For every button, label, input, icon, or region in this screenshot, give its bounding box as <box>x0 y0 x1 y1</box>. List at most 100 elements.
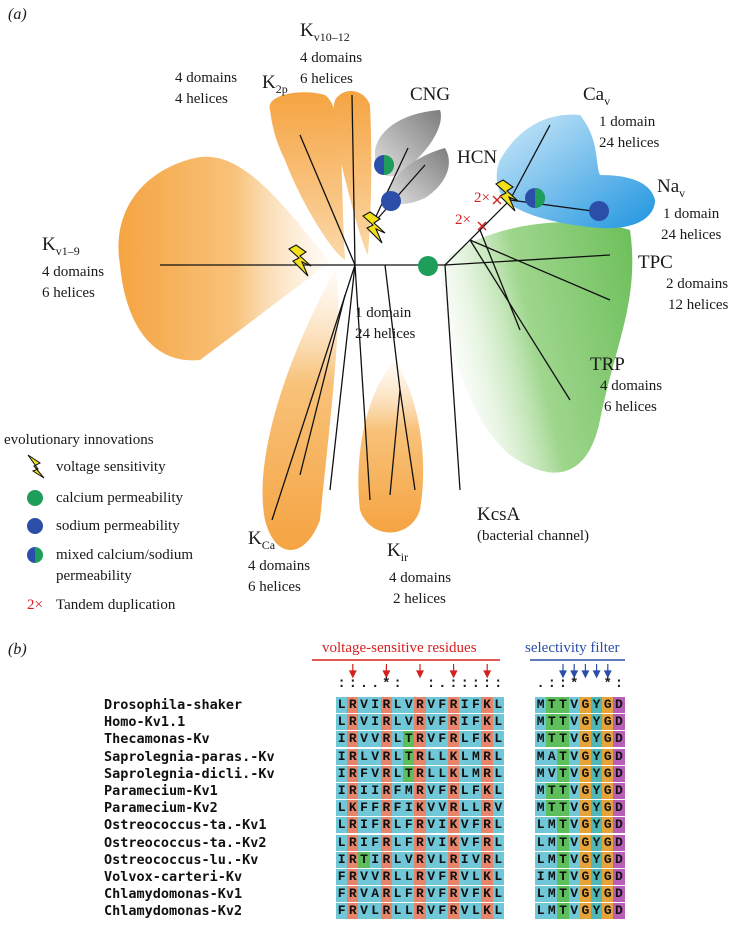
residue: M <box>546 817 558 834</box>
residue: R <box>380 748 392 765</box>
residue: T <box>557 748 569 765</box>
residue: V <box>568 731 580 748</box>
residue: D <box>613 748 625 765</box>
residue: L <box>336 714 348 731</box>
residue: R <box>414 697 426 713</box>
residue: L <box>391 817 404 834</box>
conservation-mark: . <box>370 676 380 692</box>
residue: R <box>380 851 392 868</box>
residue: R <box>380 714 392 731</box>
residue: V <box>369 731 381 748</box>
residue: L <box>391 765 404 782</box>
conservation-mark: : <box>547 676 556 692</box>
label-kir: Kir 4 domains 2 helices <box>387 540 452 607</box>
residue: M <box>546 834 558 851</box>
residue: L <box>492 834 504 851</box>
residue: R <box>347 783 359 799</box>
residue: R <box>347 834 359 851</box>
conservation-mark: . <box>359 676 369 692</box>
conservation-mark: * <box>569 676 579 692</box>
residue: V <box>568 903 580 920</box>
residue: F <box>336 869 348 885</box>
residue: F <box>336 886 348 903</box>
residue: L <box>492 886 504 903</box>
residue: I <box>459 851 471 868</box>
residue: G <box>579 714 591 731</box>
residue: R <box>414 903 426 920</box>
residue: K <box>347 800 359 817</box>
legend-tandem: 2× Tandem duplication <box>27 596 176 613</box>
residue: R <box>414 748 426 765</box>
residue: I <box>403 800 415 817</box>
residue: L <box>391 886 404 903</box>
residue: R <box>414 851 426 868</box>
residue: K <box>481 731 493 748</box>
residue: R <box>414 817 426 834</box>
residue: G <box>579 851 591 868</box>
residue: Y <box>590 731 603 748</box>
sodium-dot <box>381 191 401 211</box>
residue: V <box>358 903 370 920</box>
residue: R <box>347 697 359 713</box>
residue: I <box>336 783 348 799</box>
tree-branches <box>160 94 611 521</box>
conservation-mark: : <box>482 676 492 692</box>
residue: F <box>470 886 482 903</box>
residue: G <box>602 765 614 782</box>
residue: L <box>403 903 415 920</box>
residue: R <box>414 731 426 748</box>
residue: R <box>481 765 493 782</box>
trp-tpc-region <box>440 222 633 473</box>
residue: L <box>391 714 404 731</box>
residue: L <box>436 765 448 782</box>
residue: F <box>436 697 448 713</box>
conservation-mark <box>414 676 425 692</box>
residue: V <box>568 817 580 834</box>
residue: V <box>403 697 415 713</box>
residue: M <box>546 886 558 903</box>
residue: M <box>470 765 482 782</box>
residue: D <box>613 834 625 851</box>
residue: F <box>391 783 404 799</box>
residue: R <box>447 851 460 868</box>
residue: K <box>481 903 493 920</box>
residue: I <box>336 765 348 782</box>
residue: L <box>459 748 471 765</box>
residue: V <box>568 886 580 903</box>
residue: T <box>546 714 558 731</box>
residue: R <box>481 800 493 817</box>
sequence-name: Ostreococcus-ta.-Kv1 <box>104 817 267 834</box>
residue: F <box>436 714 448 731</box>
conservation-left: ::..*: :.::::: <box>336 676 504 692</box>
residue: R <box>380 765 392 782</box>
residue: D <box>613 817 625 834</box>
residue: I <box>358 783 370 799</box>
phylogenetic-tree <box>118 90 655 550</box>
residue: G <box>579 834 591 851</box>
residue: G <box>602 748 614 765</box>
residue: L <box>492 869 504 885</box>
residue: K <box>447 765 460 782</box>
residue: D <box>613 869 625 885</box>
residue: T <box>557 851 569 868</box>
residue: L <box>391 697 404 713</box>
conservation-mark: : <box>426 676 436 692</box>
residue: G <box>579 869 591 885</box>
residue: F <box>470 697 482 713</box>
residue: Y <box>590 817 603 834</box>
residue: L <box>459 765 471 782</box>
residue: L <box>459 800 471 817</box>
label-trp: TRP 4 domains 6 helices <box>590 354 663 415</box>
residue: T <box>557 817 569 834</box>
residue: R <box>347 851 359 868</box>
residue: R <box>447 886 460 903</box>
conservation-mark: . <box>536 676 545 692</box>
duplication-label: 2× <box>455 212 471 228</box>
residue: V <box>470 851 482 868</box>
residue: F <box>436 869 448 885</box>
residue: R <box>447 714 460 731</box>
